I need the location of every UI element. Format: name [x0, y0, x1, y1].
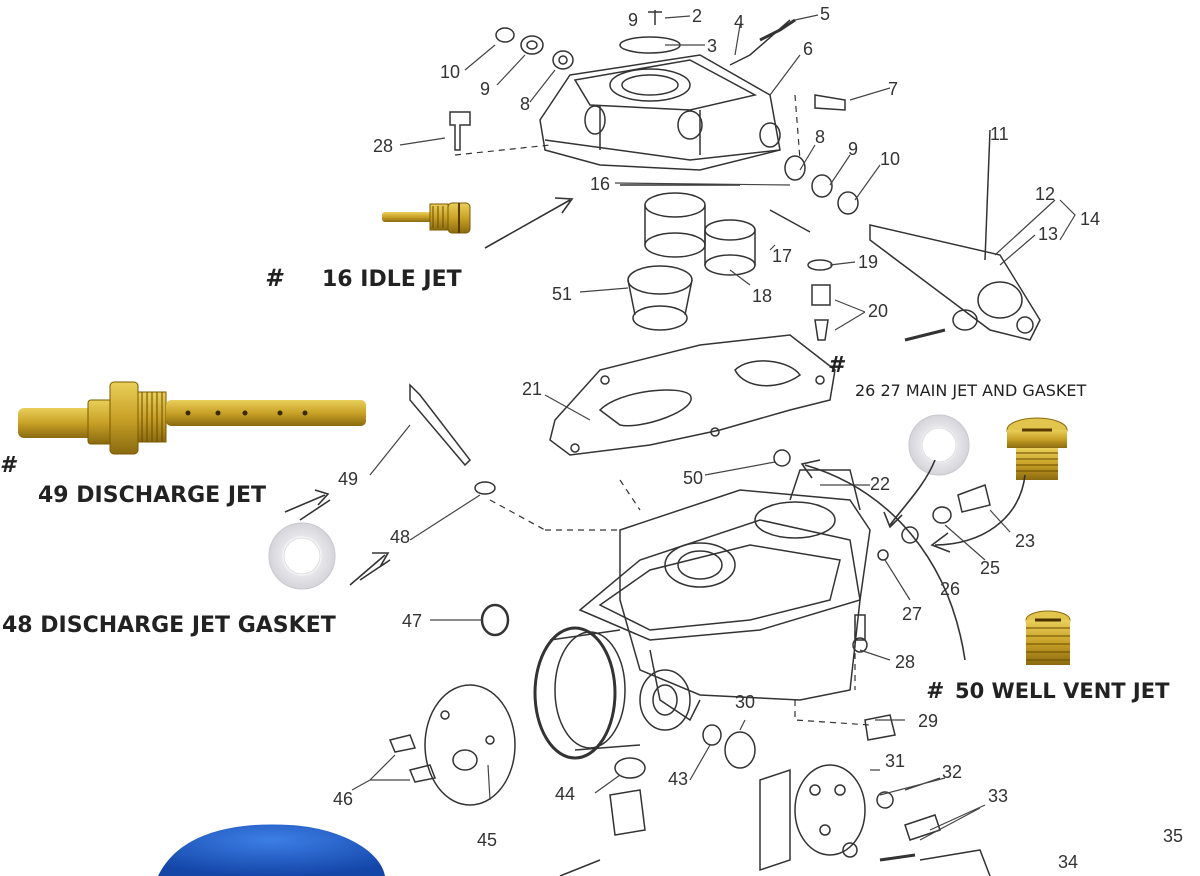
part-number: 48: [390, 527, 410, 547]
part-number: 10: [880, 149, 900, 169]
part-number: 21: [522, 379, 542, 399]
part-number: 14: [1080, 209, 1100, 229]
part-number: 10: [440, 62, 460, 82]
throttle-bore: [388, 603, 641, 806]
part-number: 44: [555, 784, 575, 804]
carburetor-body: [489, 469, 871, 731]
idle-jet-label: 16 IDLE JET: [322, 267, 462, 292]
part-number: 45: [477, 830, 497, 850]
part-number: 8: [815, 127, 825, 147]
part-number: 47: [402, 611, 422, 631]
part-number: 2: [692, 6, 702, 26]
gasket-21: [549, 334, 836, 456]
part-number: 31: [885, 751, 905, 771]
discharge-jet-mark: #: [0, 453, 18, 478]
part-number: 49: [338, 469, 358, 489]
part-number: 5: [820, 4, 830, 24]
part-number: 11: [990, 124, 1009, 144]
blue-cap-photo: [158, 824, 385, 876]
main-jet-area-parts: [409, 383, 991, 561]
part-number: 18: [752, 286, 772, 306]
main-jet-mark: #: [828, 353, 846, 378]
main-jet-label: 26 27 MAIN JET AND GASKET: [855, 381, 1087, 400]
discharge-jet-label: 49 DISCHARGE JET: [38, 483, 266, 508]
part-number: 7: [888, 79, 898, 99]
part-number: 51: [552, 284, 572, 304]
idle-jet-photo: [382, 202, 471, 234]
part-number: 26: [940, 579, 960, 599]
part-number: 43: [668, 769, 688, 789]
part-number: 25: [980, 558, 1000, 578]
part-number: 32: [942, 762, 962, 782]
part-number: 34: [1058, 852, 1078, 872]
part-number: 13: [1038, 224, 1058, 244]
part-number: 28: [373, 136, 393, 156]
well-vent-jet-mark: #: [926, 679, 944, 704]
part-number: 20: [868, 301, 888, 321]
main-jet-photo: [1006, 417, 1068, 480]
part-number: 30: [735, 692, 755, 712]
part-number: 9: [628, 10, 638, 30]
part-number: 9: [480, 79, 490, 99]
discharge-jet-photo: [18, 381, 366, 455]
air-horn-assembly: [539, 54, 781, 171]
discharge-gasket-label: 48 DISCHARGE JET GASKET: [2, 613, 336, 638]
part-numbers: 9 2 4 5 3 10 9 8 6 7 28 8 9 10 11 16 12 …: [333, 4, 1183, 872]
part-number: 19: [858, 252, 878, 272]
part-number: 33: [988, 786, 1008, 806]
float-assembly: [620, 184, 833, 341]
part-number: 12: [1035, 184, 1055, 204]
part-number: 46: [333, 789, 353, 809]
part-number: 50: [683, 468, 703, 488]
pointer-arrows: [284, 197, 1026, 661]
part-number: 4: [734, 12, 744, 32]
throttle-shaft: [869, 129, 1041, 342]
well-vent-jet-photo: [1025, 610, 1071, 665]
part-number: 17: [772, 246, 792, 266]
small-parts-top: [449, 10, 859, 215]
part-number: 23: [1015, 531, 1035, 551]
part-number: 16: [590, 174, 610, 194]
lower-small-parts: [559, 614, 991, 876]
part-number: 35: [1163, 826, 1183, 846]
part-number: 28: [895, 652, 915, 672]
part-number: 8: [520, 94, 530, 114]
part-number: 29: [918, 711, 938, 731]
part-number: 6: [803, 39, 813, 59]
idle-jet-mark: #: [265, 264, 284, 292]
leader-lines: [351, 14, 1076, 841]
part-number: 27: [902, 604, 922, 624]
part-number: 3: [707, 36, 717, 56]
part-number: 9: [848, 139, 858, 159]
part-number: 22: [870, 474, 890, 494]
well-vent-jet-label: 50 WELL VENT JET: [955, 679, 1170, 703]
